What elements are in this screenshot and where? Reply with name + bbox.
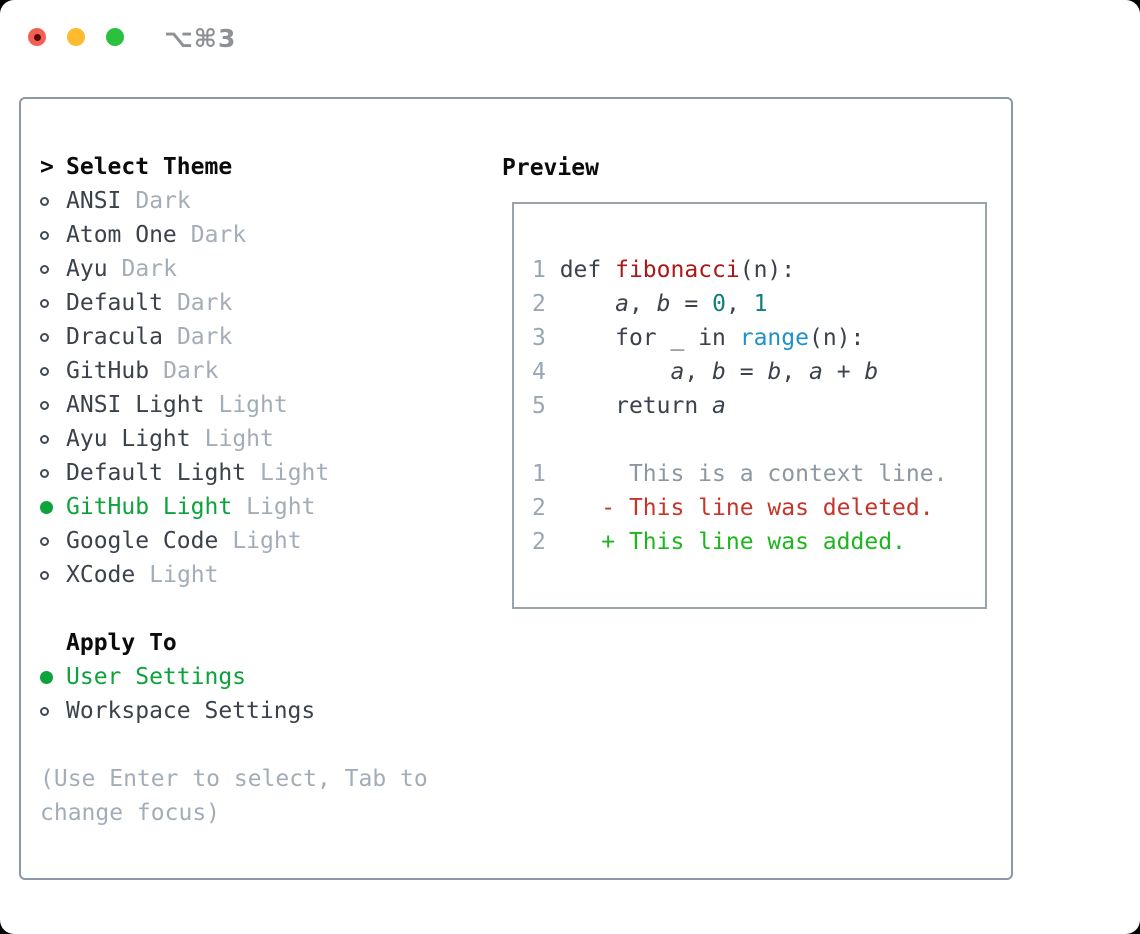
theme-item[interactable]: XCode Light	[40, 558, 428, 592]
apply-to-header-row: Apply To	[40, 626, 428, 660]
theme-item[interactable]: Ayu Dark	[40, 252, 428, 286]
apply-option[interactable]: Workspace Settings	[40, 694, 428, 728]
preview-pane: 1 def fibonacci(n): 2 a, b = 0, 1 3 for _ …	[512, 202, 987, 609]
radio-icon	[40, 468, 49, 478]
theme-name: Default Light	[66, 460, 247, 486]
radio-icon	[40, 570, 49, 580]
radio-icon	[40, 536, 49, 546]
theme-name: ANSI Light	[66, 392, 205, 418]
theme-item[interactable]: Ayu Light Light	[40, 422, 428, 456]
theme-name: Atom One	[66, 222, 177, 248]
theme-item[interactable]: Atom One Dark	[40, 218, 428, 252]
code-line: 2 a, b = 0, 1	[532, 291, 768, 317]
theme-name: Google Code	[66, 528, 219, 554]
theme-variant: Dark	[176, 290, 233, 316]
radio-icon	[40, 332, 49, 342]
spacer	[40, 592, 428, 626]
theme-variant: Dark	[176, 324, 233, 350]
theme-name: Dracula	[66, 324, 163, 350]
theme-variant: Dark	[163, 358, 219, 384]
apply-option-label: User Settings	[66, 664, 247, 690]
radio-icon	[40, 196, 49, 206]
theme-item[interactable]: GitHub Light Light	[40, 490, 428, 524]
radio-icon	[40, 366, 49, 376]
close-button-icon[interactable]	[28, 28, 46, 46]
keyboard-shortcut-label: ⌥⌘3	[164, 24, 237, 53]
preview-title: Preview	[502, 155, 599, 181]
theme-name: XCode	[66, 562, 136, 588]
theme-item[interactable]: Google Code Light	[40, 524, 428, 558]
code-line	[532, 423, 947, 457]
theme-item[interactable]: ANSI Dark	[40, 184, 428, 218]
radio-selected-icon	[40, 670, 53, 684]
code-line: 3 for _ in range(n):	[532, 325, 865, 351]
theme-variant: Dark	[121, 256, 177, 282]
radio-icon	[40, 400, 49, 410]
window-controls	[28, 28, 124, 46]
code-sample: 1 def fibonacci(n): 2 a, b = 0, 1 3 for _ …	[532, 253, 947, 559]
theme-variant: Light	[218, 392, 288, 418]
code-line: 4 a, b = b, a + b	[532, 359, 879, 385]
theme-variant: Dark	[135, 188, 191, 214]
code-line: 5 return a	[532, 393, 726, 419]
apply-option-label: Workspace Settings	[66, 698, 316, 724]
theme-variant: Dark	[190, 222, 247, 248]
theme-name: Default	[66, 290, 163, 316]
theme-variant: Light	[232, 528, 302, 554]
radio-icon	[40, 298, 49, 308]
radio-icon	[40, 230, 49, 240]
theme-item[interactable]: Default Dark	[40, 286, 428, 320]
spacer	[40, 728, 428, 762]
radio-icon	[40, 706, 49, 716]
code-line: 2 + This line was added.	[532, 529, 906, 555]
theme-name: ANSI	[66, 188, 122, 214]
theme-name: GitHub	[66, 358, 150, 384]
theme-name: Ayu	[66, 256, 108, 282]
theme-item[interactable]: ANSI Light Light	[40, 388, 428, 422]
theme-item[interactable]: Default Light Light	[40, 456, 428, 490]
theme-variant: Light	[149, 562, 219, 588]
radio-icon	[40, 434, 49, 444]
unsaved-dot-icon	[33, 33, 41, 41]
radio-icon	[40, 264, 49, 274]
apply-to-title: Apply To	[66, 630, 177, 656]
theme-item[interactable]: Dracula Dark	[40, 320, 428, 354]
select-theme-header-row: > Select Theme	[40, 150, 428, 184]
theme-name: GitHub Light	[66, 494, 233, 520]
select-theme-title: Select Theme	[66, 154, 233, 180]
apply-option[interactable]: User Settings	[40, 660, 428, 694]
code-line: 2 - This line was deleted.	[532, 495, 934, 521]
hint-text-line2: change focus)	[40, 800, 221, 826]
code-line: 1 This is a context line.	[532, 461, 948, 487]
theme-variant: Light	[246, 494, 316, 520]
theme-variant: Light	[204, 426, 274, 452]
theme-name: Ayu Light	[66, 426, 191, 452]
minimize-button-icon[interactable]	[67, 28, 85, 46]
theme-item[interactable]: GitHub Dark	[40, 354, 428, 388]
code-line: 1 def fibonacci(n):	[532, 257, 796, 283]
zoom-button-icon[interactable]	[106, 28, 124, 46]
radio-selected-icon	[40, 500, 53, 514]
theme-variant: Light	[260, 460, 330, 486]
hint-text-line1: (Use Enter to select, Tab to	[40, 766, 428, 792]
prompt-caret-icon: >	[40, 154, 54, 180]
